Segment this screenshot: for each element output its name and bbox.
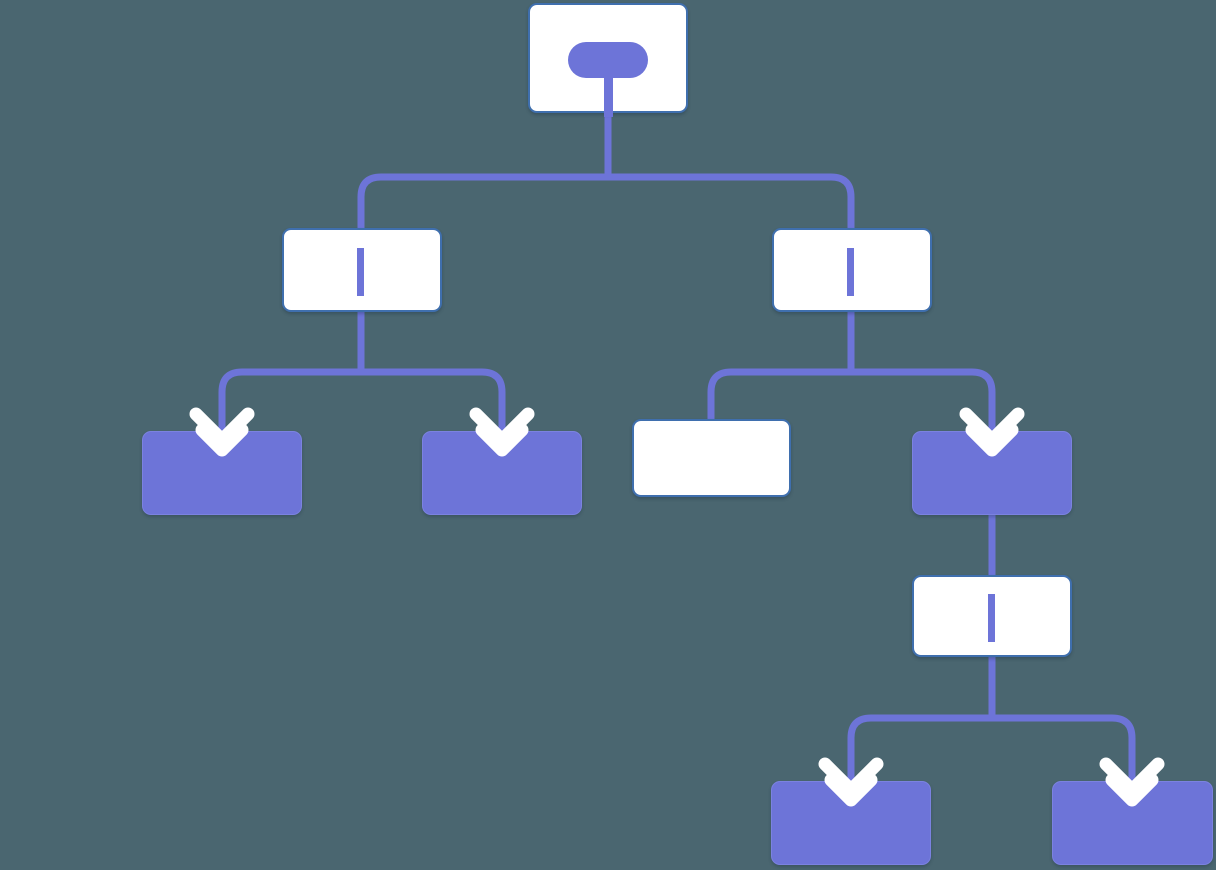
edge-branch-right-to-node-mid (851, 368, 996, 437)
edge-root-to-branch-right (608, 173, 855, 228)
edge-root-to-branch-left (357, 173, 608, 228)
branch-left-bar (357, 248, 364, 296)
node-leaf-white[interactable] (632, 419, 791, 497)
node-mid[interactable] (912, 431, 1072, 515)
node-branch-right[interactable] (772, 228, 932, 312)
node-root[interactable] (528, 3, 688, 117)
node-leaf-1[interactable] (142, 431, 302, 515)
node-leaf-3[interactable] (771, 781, 931, 865)
edge-branch-left-to-leaf-1 (218, 368, 361, 437)
node-branch-deep[interactable] (912, 575, 1072, 657)
edge-branch-left-to-leaf-2 (361, 368, 506, 437)
branch-deep-bar (988, 594, 995, 642)
node-leaf-2[interactable] (422, 431, 582, 515)
edge-branch-deep-to-leaf-3 (847, 714, 992, 787)
branch-right-bar (847, 248, 854, 296)
edge-branch-right-to-leaf-white (707, 368, 851, 419)
edge-branch-deep-to-leaf-4 (992, 714, 1136, 787)
node-branch-left[interactable] (282, 228, 442, 312)
node-leaf-4[interactable] (1052, 781, 1213, 865)
root-stem (604, 72, 613, 117)
